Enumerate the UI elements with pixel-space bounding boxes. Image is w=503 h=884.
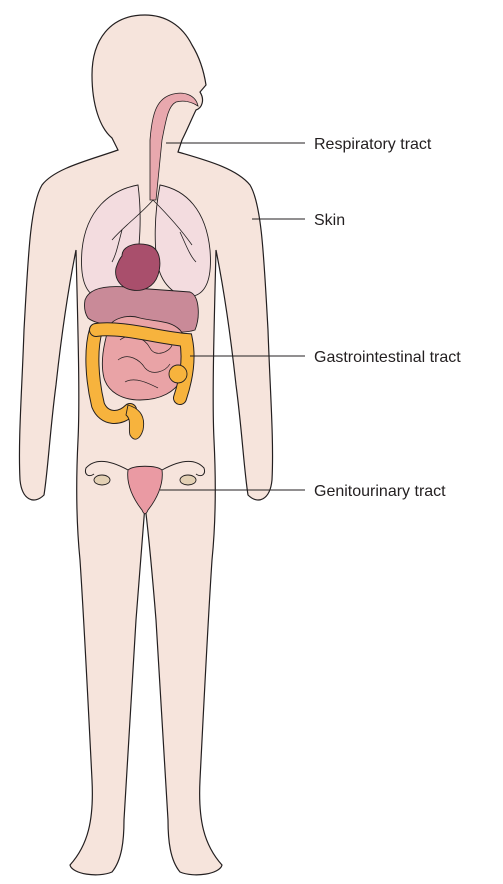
genitourinary-label: Genitourinary tract [314,483,446,500]
right-ovary [180,475,196,485]
left-ovary [94,475,110,485]
cecum [169,365,187,383]
respiratory-label: Respiratory tract [314,136,432,153]
gastrointestinal-label: Gastrointestinal tract [314,349,461,366]
body-silhouette [19,15,272,875]
skin-label: Skin [314,212,345,229]
